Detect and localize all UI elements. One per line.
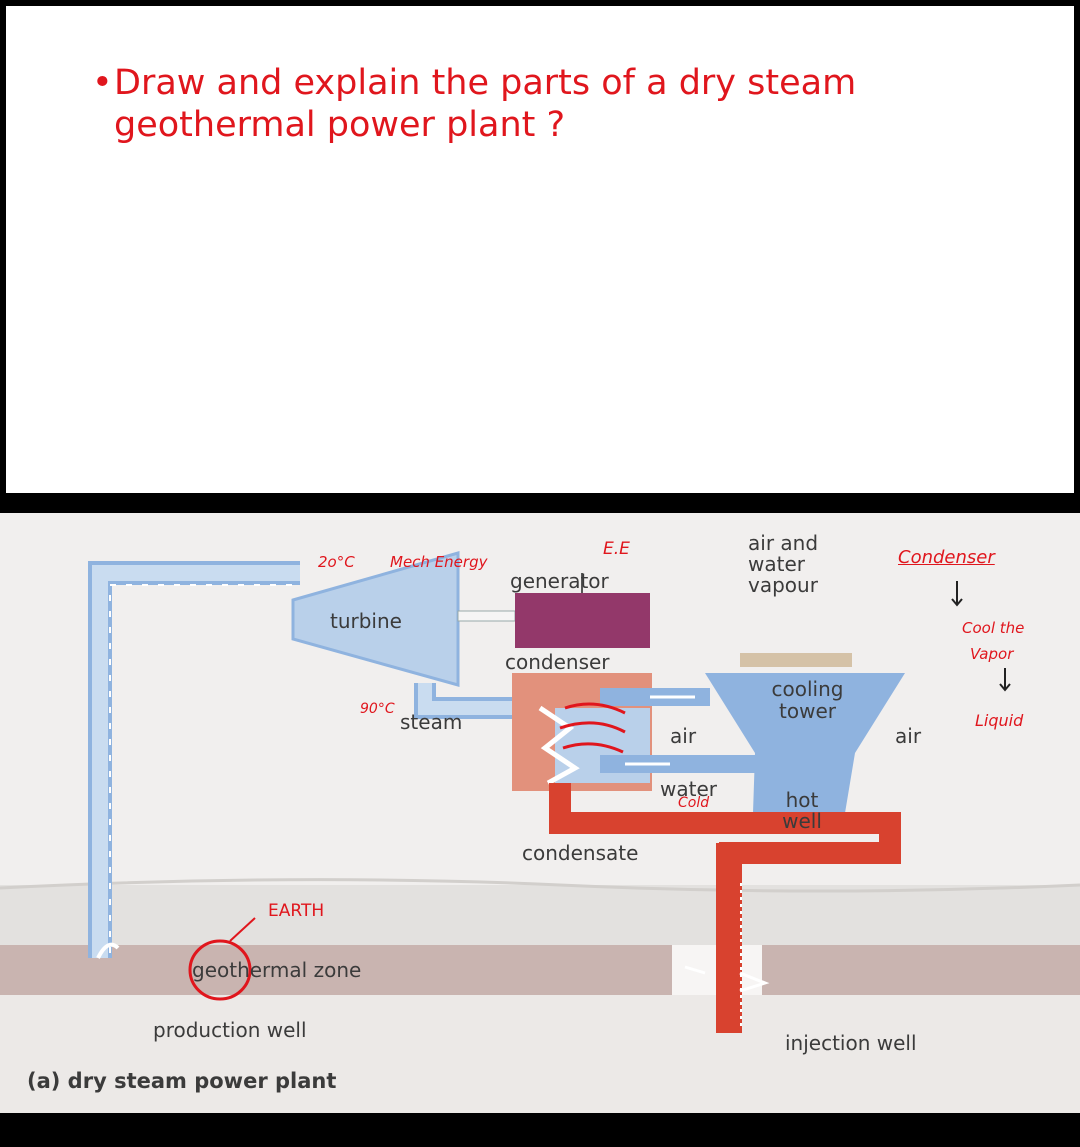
geothermal-layer bbox=[0, 945, 1080, 995]
label-steam: steam bbox=[400, 710, 463, 734]
annotation-mech-energy: Mech Energy bbox=[390, 553, 488, 571]
annotation-cool-the: Cool the bbox=[962, 619, 1025, 637]
label-injection-well: injection well bbox=[785, 1031, 917, 1055]
turbine-shaft bbox=[457, 610, 516, 622]
annotation-temp-top: 2o°C bbox=[318, 553, 355, 571]
annotation-electrical-energy: E.E bbox=[603, 539, 630, 559]
annotation-cold: Cold bbox=[678, 795, 710, 811]
label-condensate: condensate bbox=[522, 841, 639, 865]
annotation-temp-steam: 90°C bbox=[360, 701, 395, 717]
label-production-well: production well bbox=[153, 1018, 307, 1042]
generator-box bbox=[515, 593, 650, 648]
annotation-condenser-note: Condenser bbox=[898, 547, 995, 568]
label-hot-well: hot well bbox=[782, 788, 822, 833]
cooling-tower bbox=[705, 673, 905, 813]
diagram-caption: (a) dry steam power plant bbox=[27, 1069, 337, 1093]
bullet: • bbox=[92, 63, 113, 103]
question-heading: • Draw and explain the parts of a dry st… bbox=[92, 62, 992, 146]
annotation-earth: EARTH bbox=[268, 901, 325, 921]
label-air-right: air bbox=[895, 724, 922, 748]
label-condenser: condenser bbox=[505, 650, 610, 674]
slide-question-panel: • Draw and explain the parts of a dry st… bbox=[0, 0, 1080, 493]
annotation-vapor: Vapor bbox=[970, 645, 1014, 663]
label-air-water-vapour: air and water vapour bbox=[748, 531, 819, 597]
question-text: Draw and explain the parts of a dry stea… bbox=[114, 63, 857, 145]
injection-well bbox=[716, 843, 742, 1033]
annotation-liquid: Liquid bbox=[975, 711, 1024, 730]
label-cooling-tower: cooling tower bbox=[771, 677, 844, 723]
diagram-photo: generator turbine condenser steam air an… bbox=[0, 513, 1080, 1113]
bottom-band bbox=[0, 1113, 1080, 1147]
cooling-tower-top bbox=[740, 653, 852, 667]
turbine-body bbox=[291, 551, 460, 687]
annotation-circle bbox=[188, 939, 252, 1001]
slide-separator bbox=[0, 493, 1080, 513]
label-air-left: air bbox=[670, 724, 697, 748]
label-water: water bbox=[660, 777, 717, 801]
diagram-drawing bbox=[0, 551, 1080, 1113]
label-generator: generator bbox=[510, 569, 609, 593]
label-turbine: turbine bbox=[330, 609, 402, 633]
ground-surface bbox=[0, 885, 1080, 945]
label-geothermal-zone: geothermal zone bbox=[192, 958, 362, 982]
